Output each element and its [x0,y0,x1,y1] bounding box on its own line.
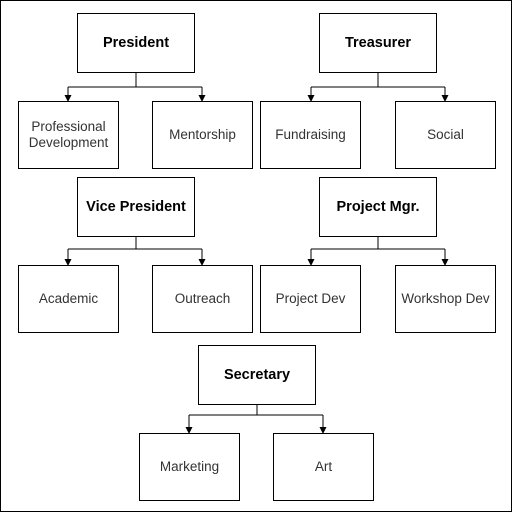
mentorship-label: Mentorship [169,127,236,142]
project-manager-label: Project Mgr. [336,199,420,215]
marketing-label: Marketing [159,459,220,474]
fundraising-box[interactable]: Fundraising [260,101,361,169]
secretary-box[interactable]: Secretary [198,345,316,405]
professional-development-box[interactable]: Professional Development [18,101,119,169]
president-box[interactable]: President [77,13,195,73]
social-label: Social [427,127,464,142]
outreach-box[interactable]: Outreach [152,265,253,333]
vice-president-label: Vice President [86,199,186,215]
academic-label: Academic [38,291,99,306]
social-box[interactable]: Social [395,101,496,169]
secretary-label: Secretary [223,367,291,383]
vice-president-box[interactable]: Vice President [77,177,195,237]
fundraising-label: Fundraising [275,127,346,142]
mentorship-box[interactable]: Mentorship [152,101,253,169]
marketing-box[interactable]: Marketing [139,433,240,501]
treasurer-box[interactable]: Treasurer [319,13,437,73]
project-dev-box[interactable]: Project Dev [260,265,361,333]
president-label: President [102,35,170,51]
project-manager-box[interactable]: Project Mgr. [319,177,437,237]
workshop-dev-label: Workshop Dev [401,291,490,306]
treasurer-label: Treasurer [344,35,412,51]
art-box[interactable]: Art [273,433,374,501]
outreach-label: Outreach [174,291,231,306]
project-dev-label: Project Dev [275,291,346,306]
art-label: Art [314,459,333,474]
workshop-dev-box[interactable]: Workshop Dev [395,265,496,333]
academic-box[interactable]: Academic [18,265,119,333]
professional-development-label: Professional Development [28,119,109,150]
